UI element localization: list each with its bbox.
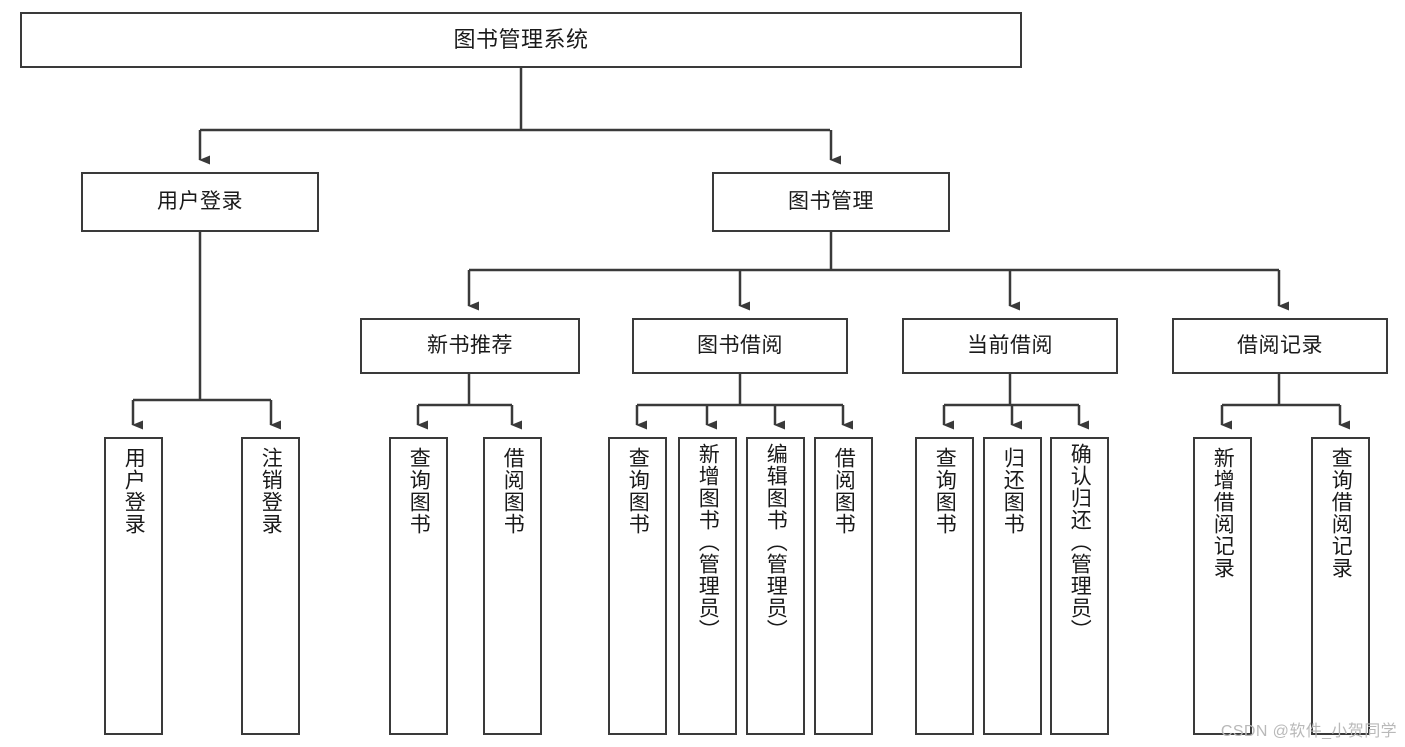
node-leaf-borrow-book-label: 借阅图书 <box>832 447 856 535</box>
node-leaf-borrow-book-recommend-label: 借阅图书 <box>501 447 525 535</box>
node-user-login-label: 用户登录 <box>157 189 243 213</box>
node-leaf-add-borrow-record-label: 新增借阅记录 <box>1211 447 1235 579</box>
node-root[interactable]: 图书管理系统 <box>20 12 1022 68</box>
node-leaf-query-borrow-record-label: 查询借阅记录 <box>1329 447 1353 579</box>
node-borrow-record[interactable]: 借阅记录 <box>1172 318 1388 374</box>
node-leaf-query-book-current[interactable]: 查询图书 <box>915 437 974 735</box>
node-current-borrow-label: 当前借阅 <box>967 333 1053 357</box>
node-book-manage-label: 图书管理 <box>788 189 874 213</box>
node-leaf-query-book-recommend-label: 查询图书 <box>407 447 431 535</box>
node-book-borrow-label: 图书借阅 <box>697 333 783 357</box>
node-leaf-confirm-return-admin-label: 确认归还（管理员） <box>1068 443 1092 641</box>
node-leaf-user-login[interactable]: 用户登录 <box>104 437 163 735</box>
node-leaf-borrow-book-recommend[interactable]: 借阅图书 <box>483 437 542 735</box>
node-root-label: 图书管理系统 <box>453 27 589 53</box>
edge-borrow-record-to-leaves <box>1220 374 1350 430</box>
node-leaf-add-book-admin-label: 新增图书（管理员） <box>696 443 720 641</box>
node-book-borrow[interactable]: 图书借阅 <box>632 318 848 374</box>
edge-current-borrow-to-leaves <box>942 374 1089 430</box>
node-leaf-borrow-book[interactable]: 借阅图书 <box>814 437 873 735</box>
node-leaf-edit-book-admin[interactable]: 编辑图书（管理员） <box>746 437 805 735</box>
node-leaf-query-book-borrow-label: 查询图书 <box>626 447 650 535</box>
csdn-watermark: CSDN @软件_小贺同学 <box>1220 723 1397 740</box>
node-user-login[interactable]: 用户登录 <box>81 172 319 232</box>
node-leaf-query-borrow-record[interactable]: 查询借阅记录 <box>1311 437 1370 735</box>
node-leaf-query-book-recommend[interactable]: 查询图书 <box>389 437 448 735</box>
node-new-book-recommend-label: 新书推荐 <box>427 333 513 357</box>
edge-root-to-level1 <box>198 68 841 165</box>
node-book-manage[interactable]: 图书管理 <box>712 172 950 232</box>
edge-book-borrow-to-leaves <box>635 374 853 430</box>
node-leaf-logout[interactable]: 注销登录 <box>241 437 300 735</box>
node-leaf-edit-book-admin-label: 编辑图书（管理员） <box>764 443 788 641</box>
edge-book-manage-to-level2 <box>467 232 1289 311</box>
node-leaf-confirm-return-admin[interactable]: 确认归还（管理员） <box>1050 437 1109 735</box>
node-leaf-query-book-current-label: 查询图书 <box>933 447 957 535</box>
node-new-book-recommend[interactable]: 新书推荐 <box>360 318 580 374</box>
node-leaf-query-book-borrow[interactable]: 查询图书 <box>608 437 667 735</box>
node-leaf-add-borrow-record[interactable]: 新增借阅记录 <box>1193 437 1252 735</box>
edge-user-login-to-leaves <box>131 232 281 430</box>
node-leaf-add-book-admin[interactable]: 新增图书（管理员） <box>678 437 737 735</box>
node-current-borrow[interactable]: 当前借阅 <box>902 318 1118 374</box>
node-leaf-return-book[interactable]: 归还图书 <box>983 437 1042 735</box>
edge-new-book-recommend-to-leaves <box>416 374 522 430</box>
node-leaf-logout-label: 注销登录 <box>259 447 283 535</box>
node-leaf-return-book-label: 归还图书 <box>1001 447 1025 535</box>
node-borrow-record-label: 借阅记录 <box>1237 333 1323 357</box>
node-leaf-user-login-label: 用户登录 <box>122 447 146 535</box>
